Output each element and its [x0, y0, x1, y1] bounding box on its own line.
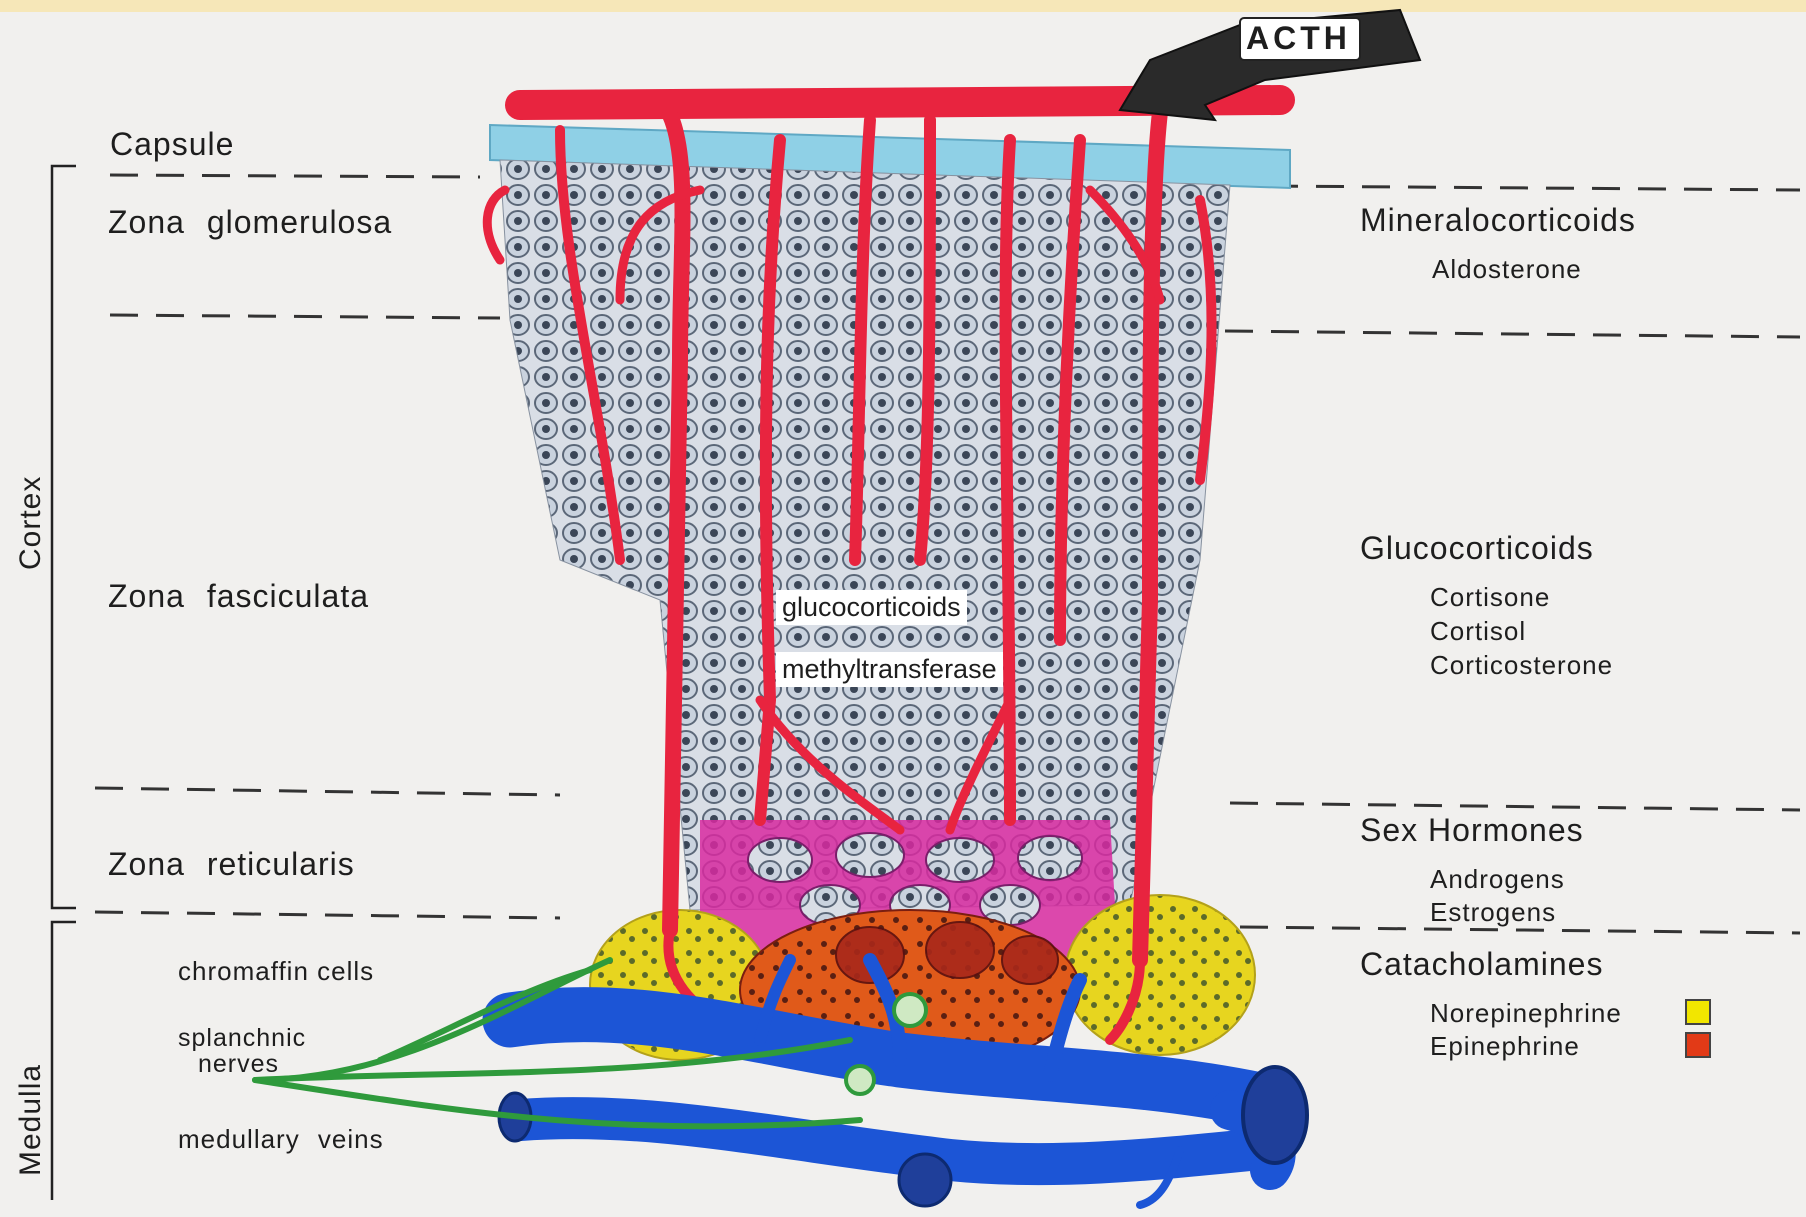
chromaffin-mass-right	[1065, 895, 1255, 1055]
splanchnic-label-line1: splanchnic	[178, 1024, 306, 1052]
splanchnic-label-line2: nerves	[198, 1050, 279, 1078]
medullary-veins-label: medullary veins	[178, 1124, 384, 1155]
mineralocorticoids-label: Mineralocorticoids	[1360, 202, 1636, 239]
center-label-glucocorticoids: glucocorticoids	[776, 590, 967, 625]
vein-end-right	[1243, 1067, 1307, 1163]
center-label-methyltransferase: methyltransferase	[776, 652, 1003, 687]
cortex-label: Cortex	[14, 480, 48, 570]
norepinephrine-swatch	[1686, 1000, 1710, 1024]
medulla-label: Medulla	[14, 1066, 48, 1176]
cortisone-label: Cortisone	[1430, 582, 1550, 613]
chromaffin-cells-label: chromaffin cells	[178, 956, 374, 987]
cortex-bracket	[52, 166, 76, 908]
cortisol-label: Cortisol	[1430, 616, 1526, 647]
vein-end-bottom	[899, 1154, 951, 1206]
aldosterone-label: Aldosterone	[1432, 254, 1582, 285]
glucocorticoids-label: Glucocorticoids	[1360, 530, 1594, 567]
estrogens-label: Estrogens	[1430, 897, 1556, 928]
capsule-label: Capsule	[110, 126, 234, 163]
androgens-label: Androgens	[1430, 864, 1565, 895]
zona-glomerulosa-label: Zona glomerulosa	[108, 204, 392, 241]
corticosterone-label: Corticosterone	[1430, 650, 1613, 681]
sex-hormones-label: Sex Hormones	[1360, 812, 1584, 849]
norepinephrine-label: Norepinephrine	[1430, 998, 1622, 1029]
epinephrine-label: Epinephrine	[1430, 1031, 1580, 1062]
acth-label: ACTH	[1246, 20, 1351, 57]
catecholamines-label: Catacholamines	[1360, 946, 1603, 983]
zona-reticularis-label: Zona reticularis	[108, 846, 355, 883]
zona-fasciculata-label: Zona fasciculata	[108, 578, 369, 615]
medulla-bracket	[52, 922, 76, 1200]
epinephrine-swatch	[1686, 1033, 1710, 1057]
